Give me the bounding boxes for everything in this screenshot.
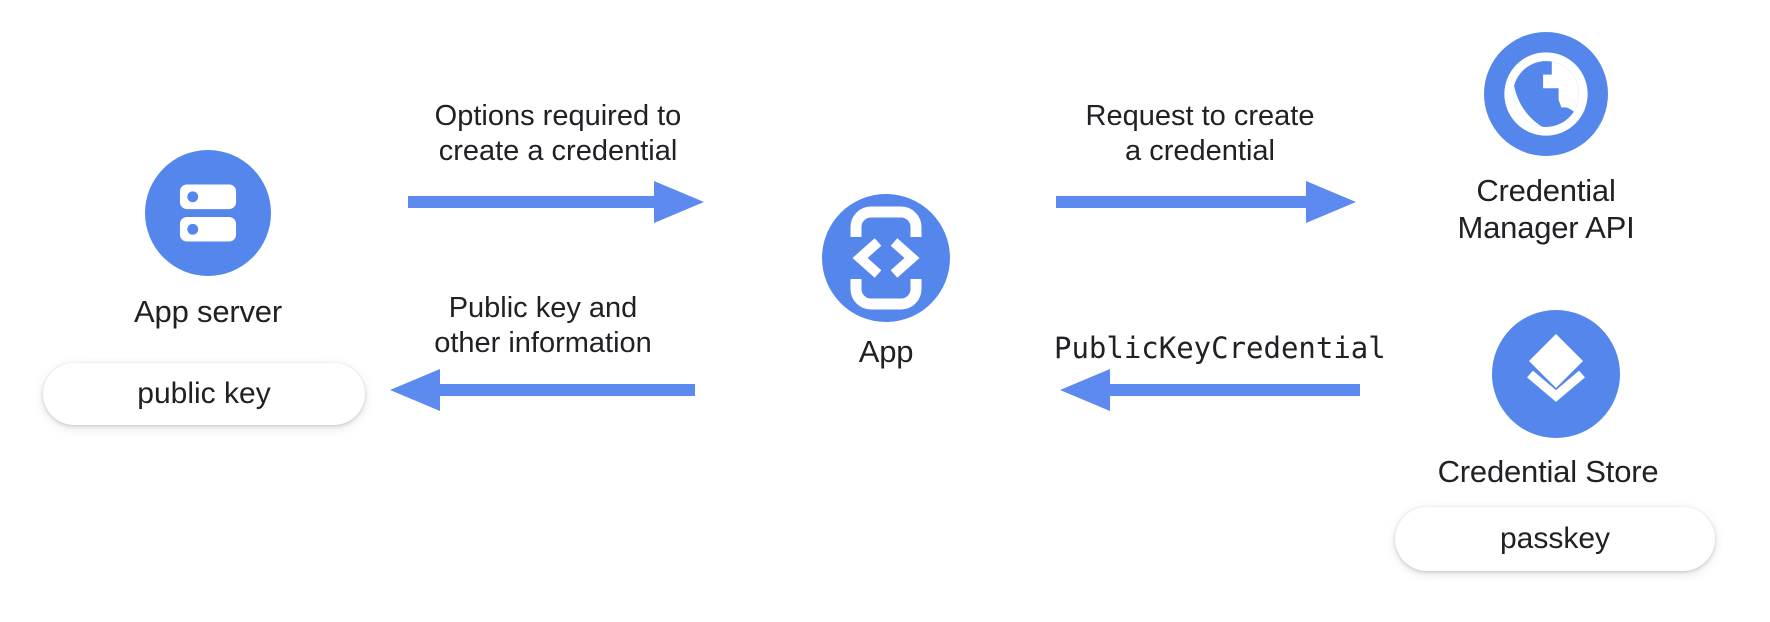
arrow-right-options — [408, 180, 704, 224]
globe-icon — [1484, 32, 1608, 156]
phone-code-icon — [822, 194, 950, 322]
credential-manager-api-node — [1484, 32, 1608, 156]
options-flow-label: Options required to create a credential — [434, 100, 682, 167]
public-key-info-flow-label: Public key and other information — [434, 292, 652, 359]
credential-store-label: Credential Store — [1437, 454, 1659, 489]
arrow-right-request — [1056, 180, 1356, 224]
app-label: App — [858, 334, 914, 369]
public-key-pill: public key — [43, 363, 365, 425]
arrow-left-publickeycredential — [1060, 368, 1360, 412]
server-icon — [145, 150, 271, 276]
layers-icon — [1492, 310, 1620, 438]
app-server-node — [145, 150, 271, 276]
credential-manager-api-label: Credential Manager API — [1457, 173, 1635, 245]
app-server-label: App server — [134, 294, 282, 329]
app-node — [822, 194, 950, 322]
publickeycredential-flow-label: PublicKeyCredential — [1054, 331, 1386, 365]
credential-store-node — [1492, 310, 1620, 438]
passkey-pill: passkey — [1395, 507, 1715, 571]
arrow-left-public-key-info — [390, 368, 695, 412]
passkey-pill-label: passkey — [1499, 522, 1611, 555]
request-flow-label: Request to create a credential — [1085, 100, 1315, 167]
public-key-pill-label: public key — [137, 377, 271, 410]
